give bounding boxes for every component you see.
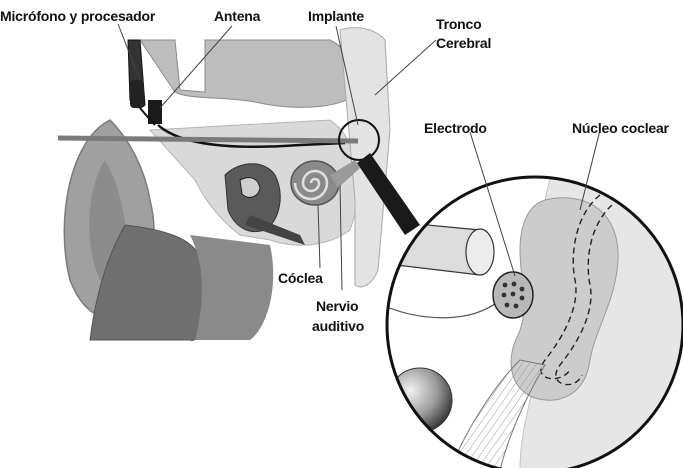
label-nucleo-coclear: Núcleo coclear xyxy=(572,120,669,137)
label-implante: Implante xyxy=(308,8,364,25)
brain-shape xyxy=(140,40,356,107)
horizontal-rod xyxy=(58,138,358,141)
label-electrodo: Electrodo xyxy=(424,120,487,137)
label-cerebral: Cerebral xyxy=(436,35,491,52)
label-coclea: Cóclea xyxy=(278,270,323,287)
lower-jaw-shape xyxy=(190,235,273,340)
cochlea-spiral xyxy=(291,161,339,205)
label-antena: Antena xyxy=(214,8,260,25)
magnified-view xyxy=(387,150,683,468)
label-tronco: Tronco xyxy=(436,16,481,33)
label-auditivo: auditivo xyxy=(312,318,364,335)
label-microfono: Micrófono y procesador xyxy=(0,8,155,25)
label-nervio: Nervio xyxy=(316,298,358,315)
ossicle-shape xyxy=(240,178,260,198)
processor-body xyxy=(130,80,144,108)
